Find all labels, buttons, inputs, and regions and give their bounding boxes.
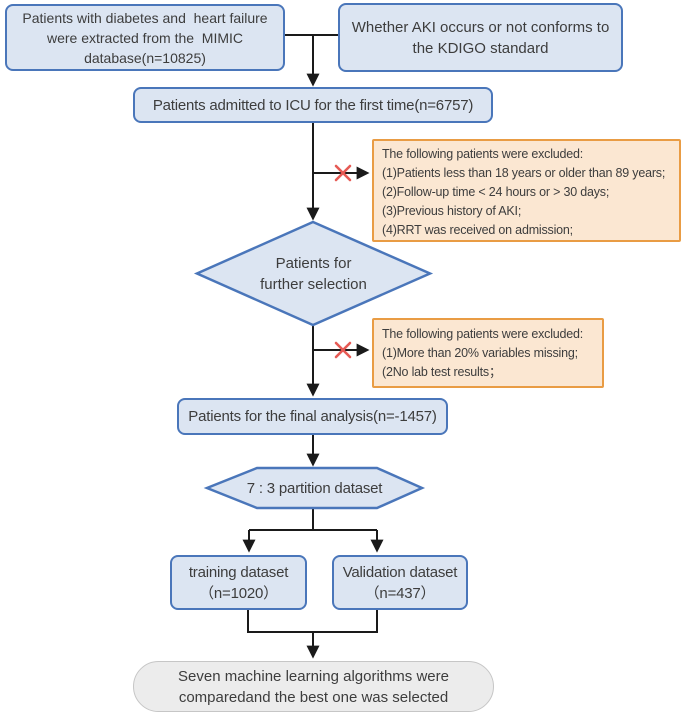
node-icu-text: Patients admitted to ICU for the first t… bbox=[152, 96, 474, 114]
exclusion1-x-icon bbox=[334, 164, 352, 182]
partition-text: 7 : 3 partition dataset bbox=[246, 479, 383, 497]
node-exclusion2-box: The following patients were excluded: (1… bbox=[372, 318, 604, 388]
node-partition-hexagon: 7 : 3 partition dataset bbox=[207, 468, 422, 508]
partition-hexagon-shape bbox=[203, 466, 426, 510]
node-kdigo-box: Whether AKI occurs or not conforms to th… bbox=[338, 3, 623, 72]
validation-line: （n=437） bbox=[364, 584, 436, 602]
node-decision-diamond: Patients for further selection bbox=[197, 222, 430, 325]
node-result-text: Seven machine learning algorithms were c… bbox=[178, 667, 454, 706]
node-result-box: Seven machine learning algorithms were c… bbox=[133, 661, 494, 712]
connector-merge-bracket bbox=[247, 610, 378, 633]
exclusion2-line: The following patients were excluded: bbox=[382, 327, 584, 341]
decision-diamond-shape bbox=[193, 220, 434, 327]
node-source-text: Patients with diabetes and heart failure… bbox=[22, 9, 272, 66]
exclusion2-line: (2No lab test results； bbox=[382, 365, 502, 379]
training-line: training dataset bbox=[188, 563, 289, 581]
node-source-box: Patients with diabetes and heart failure… bbox=[5, 4, 285, 71]
node-final-analysis-box: Patients for the final analysis(n=-1457) bbox=[177, 398, 448, 435]
exclusion1-line: (2)Follow-up time < 24 hours or > 30 day… bbox=[382, 185, 610, 199]
node-final-analysis-text: Patients for the final analysis(n=-1457) bbox=[188, 408, 437, 425]
training-line: （n=1020） bbox=[199, 584, 278, 602]
exclusion1-line: (3)Previous history of AKI; bbox=[382, 204, 522, 218]
exclusion2-line: (1)More than 20% variables missing; bbox=[382, 346, 578, 360]
decision-line: further selection bbox=[260, 275, 367, 293]
node-training-box: training dataset （n=1020） bbox=[170, 555, 307, 610]
node-exclusion1-box: The following patients were excluded: (1… bbox=[372, 139, 681, 242]
node-validation-box: Validation dataset （n=437） bbox=[332, 555, 468, 610]
validation-line: Validation dataset bbox=[342, 563, 458, 581]
exclusion1-line: (1)Patients less than 18 years or older … bbox=[382, 166, 666, 180]
exclusion1-line: (4)RRT was received on admission; bbox=[382, 223, 573, 237]
node-icu-box: Patients admitted to ICU for the first t… bbox=[133, 87, 493, 123]
exclusion2-x-icon bbox=[334, 341, 352, 359]
exclusion1-line: The following patients were excluded: bbox=[382, 147, 584, 161]
node-kdigo-text: Whether AKI occurs or not conforms to th… bbox=[351, 18, 614, 57]
decision-line: Patients for bbox=[275, 254, 352, 272]
